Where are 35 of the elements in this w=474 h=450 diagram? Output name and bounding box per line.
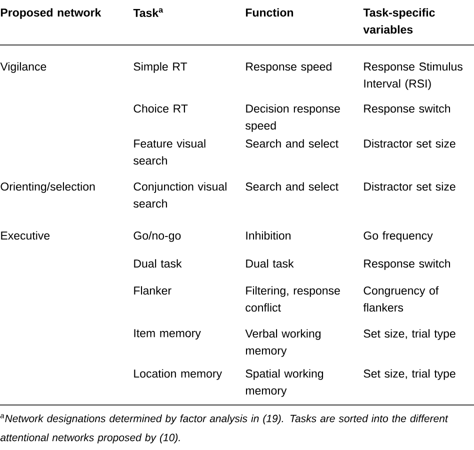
table-cell: Orienting/selection [0,182,95,193]
table-cell: Decision response speed [246,104,340,132]
table-cell: Response switch [364,104,450,115]
table-cell: Choice RT [134,104,188,113]
table-header-cell: Task-specific variables [363,8,435,34]
footnote: $^{a}$Network designations determined by factor analysis in (19). Tasks are sorted into the different attentional networks proposed by (10). [0,414,448,444]
table-cell: Simple RT [134,62,188,73]
table-cell: Set size, trial type [364,329,456,340]
table-cell: Flanker [134,286,172,295]
table-cell: Executive [1,231,50,240]
table-cell: Spatial working memory [246,369,324,397]
table-cell: Filtering, response conflict [246,286,340,312]
table-header-cell: Proposed network [0,8,102,19]
table-cell: Congruency of flankers [363,286,439,312]
table-cell: Vigilance [0,62,46,73]
table-cell: Distractor set size [364,182,456,191]
table-header-cell: Task$^{a}$ [133,8,164,17]
table-cell: Verbal working memory [245,329,320,357]
table-cell: Response switch [364,259,450,270]
table-cell: Item memory [134,329,201,340]
table-cell: Set size, trial type [364,369,456,380]
table-cell: Feature visual search [134,139,206,165]
table-cell: Response speed [246,62,332,73]
table-cell: Go/no-go [134,231,181,242]
table-cell: Response Stimulus Interval (RSI) [364,62,462,90]
table-cell: Conjunction visual search [134,182,226,208]
table-header-cell: Function [246,8,294,17]
table-cell: Dual task [246,259,294,268]
table-cell: Location memory [134,369,222,380]
table-cell: Inhibition [246,231,290,240]
table-cell: Distractor set size [364,139,456,148]
table-cell: Search and select [246,182,338,191]
table-cell: Go frequency [364,231,433,242]
table-cell: Search and select [246,139,338,148]
table-cell: Dual task [134,259,182,268]
